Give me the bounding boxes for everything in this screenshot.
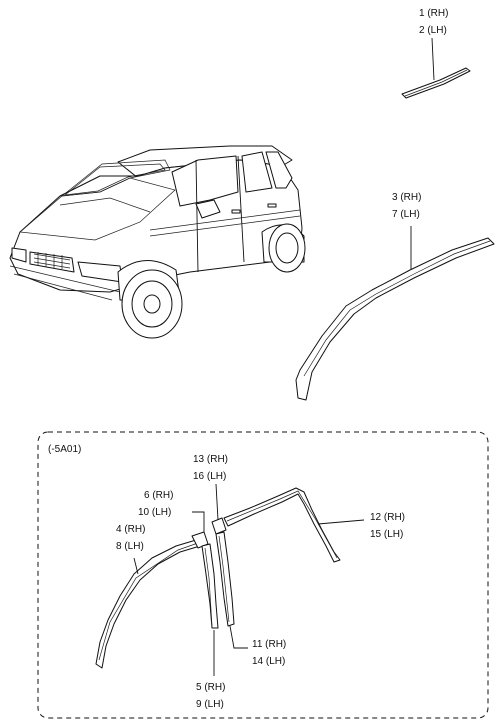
part-front-vertical-strip	[201, 543, 219, 676]
callout-6-rh: 6 (RH)	[144, 490, 173, 501]
callout-11-rh: 11 (RH)	[252, 639, 286, 650]
callout-15-lh: 15 (LH)	[370, 529, 403, 540]
callout-1-rh: 1 (RH)	[419, 8, 448, 19]
callout-14-lh: 14 (LH)	[252, 656, 285, 667]
variant-group-box	[37, 431, 489, 719]
callout-16-lh: 16 (LH)	[193, 471, 226, 482]
callout-2-lh: 2 (LH)	[419, 25, 447, 36]
part-roof-moulding	[401, 37, 471, 99]
callout-4-rh: 4 (RH)	[116, 524, 145, 535]
part-front-door-moulding	[95, 539, 201, 669]
callout-9-lh: 9 (LH)	[196, 699, 224, 710]
callout-10-lh: 10 (LH)	[138, 507, 171, 518]
callout-7-lh: 7 (LH)	[392, 209, 420, 220]
part-windshield-moulding	[295, 226, 495, 401]
suv-illustration	[9, 145, 306, 339]
callout-5-rh: 5 (RH)	[196, 682, 225, 693]
callout-8-lh: 8 (LH)	[116, 541, 144, 552]
part-rear-end-cap	[211, 483, 227, 535]
callout-12-rh: 12 (RH)	[370, 512, 405, 523]
part-rear-door-moulding	[223, 487, 365, 563]
callout-13-rh: 13 (RH)	[193, 454, 228, 465]
callout-3-rh: 3 (RH)	[392, 192, 421, 203]
variant-code-label: (-5A01)	[48, 444, 81, 455]
part-rear-vertical-strip	[215, 531, 248, 649]
